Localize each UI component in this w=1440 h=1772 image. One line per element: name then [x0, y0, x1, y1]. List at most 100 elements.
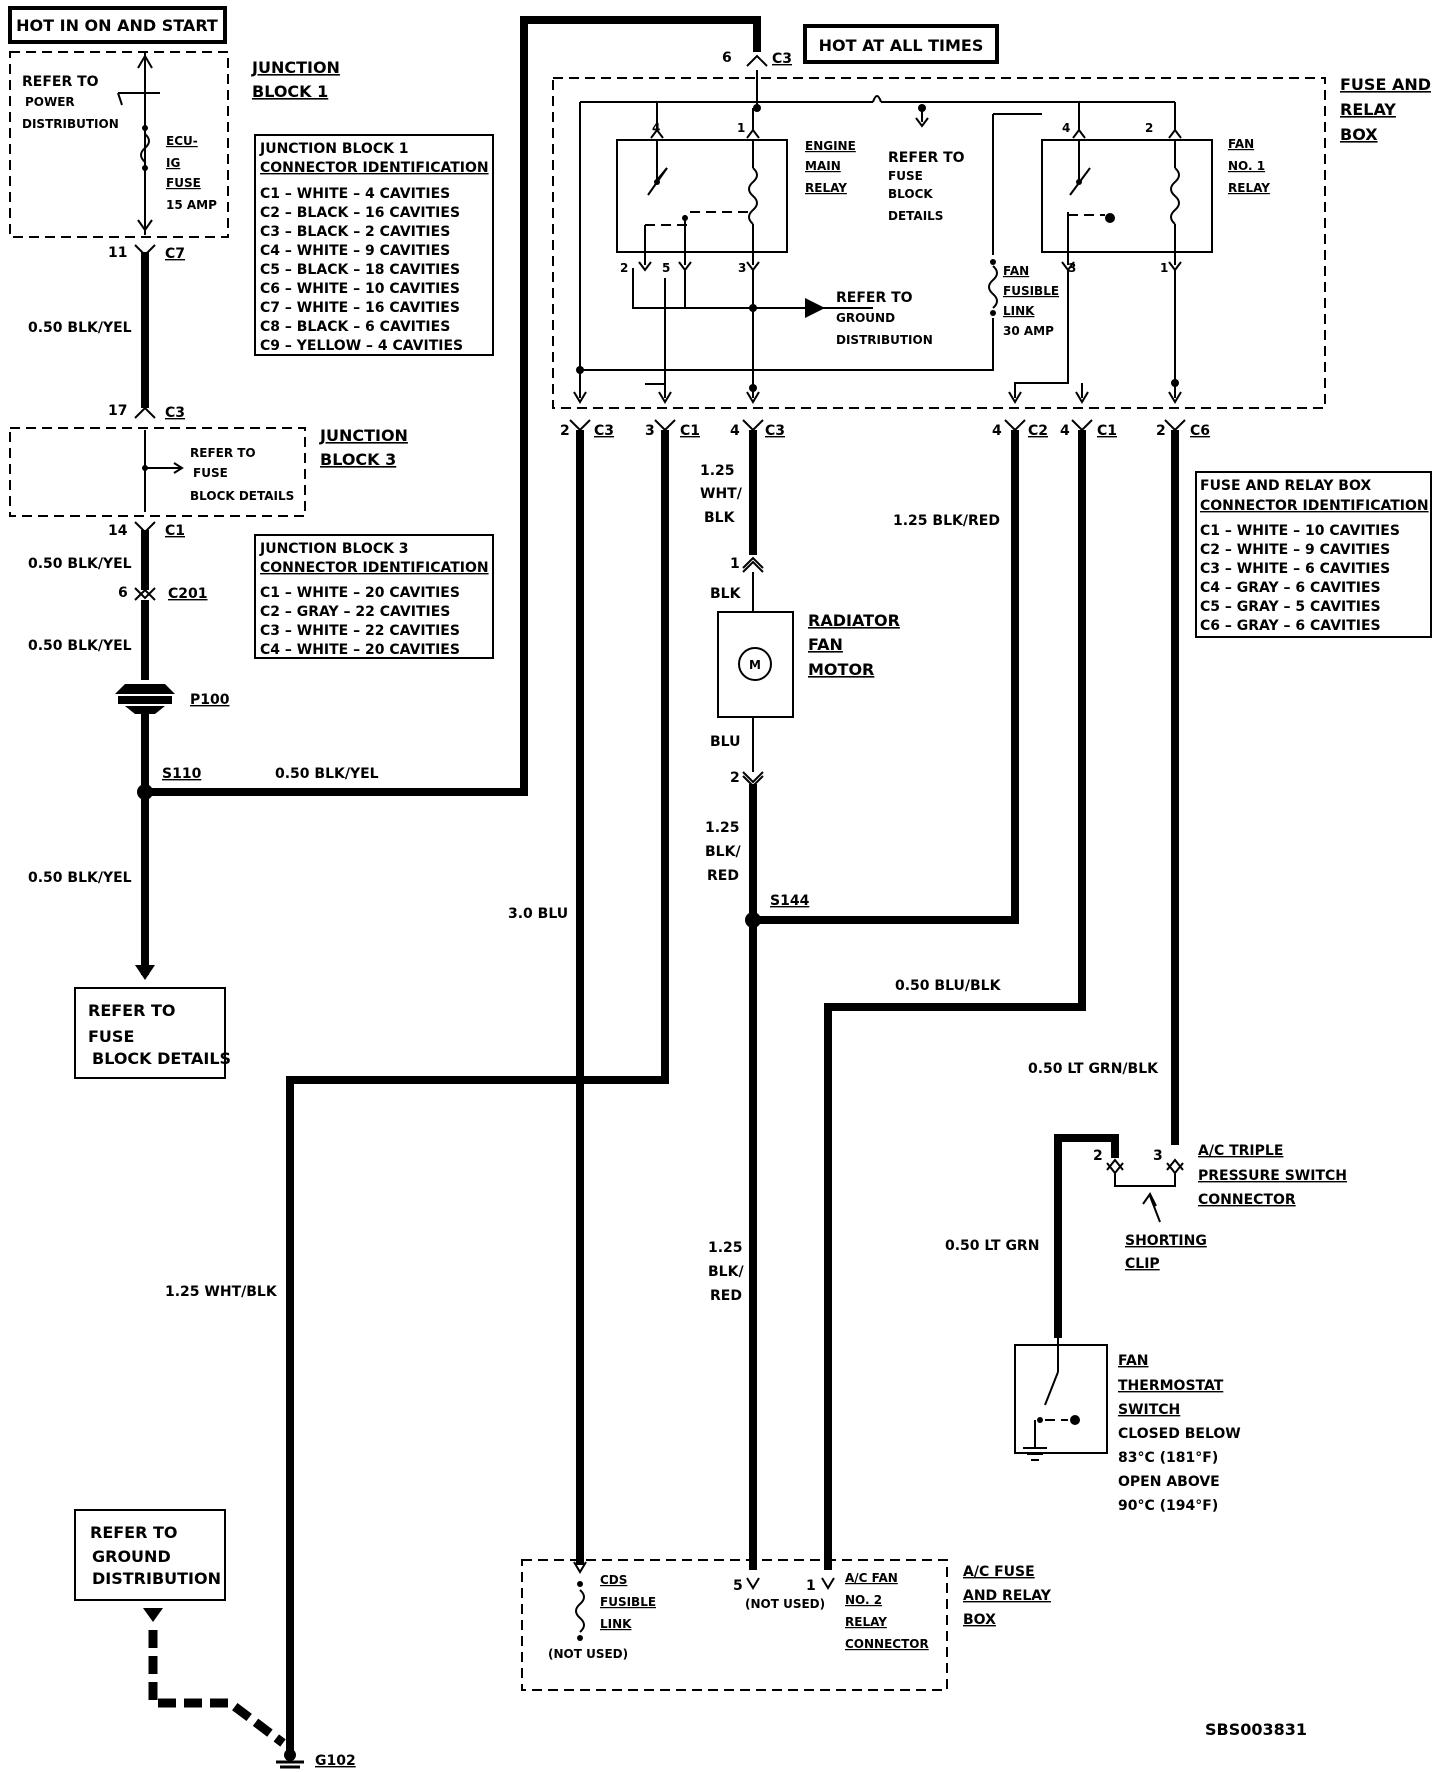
ground-path-dashed — [148, 1630, 286, 1747]
svg-text:CONNECTOR: CONNECTOR — [1198, 1192, 1296, 1208]
ground-g102-icon — [276, 1749, 304, 1769]
connector-s110: S110 — [162, 766, 202, 782]
connector-g102: G102 — [315, 1753, 356, 1769]
svg-text:(NOT USED): (NOT USED) — [745, 1597, 825, 1611]
svg-text:(NOT USED): (NOT USED) — [548, 1647, 628, 1661]
jb1-connector-id-table: JUNCTION BLOCK 1 CONNECTOR IDENTIFICATIO… — [254, 134, 494, 356]
svg-text:BLU: BLU — [710, 734, 740, 750]
svg-text:0.50 LT GRN/BLK: 0.50 LT GRN/BLK — [1028, 1061, 1159, 1077]
svg-text:DISTRIBUTION: DISTRIBUTION — [836, 333, 933, 347]
svg-text:DETAILS: DETAILS — [888, 209, 943, 223]
radiator-fan-motor: M — [717, 611, 794, 718]
wire-1-25-blk-red-c2 — [753, 430, 1019, 924]
connector-c3-top: C3 — [772, 51, 792, 67]
fan-no1-relay-label: FAN — [1228, 137, 1254, 151]
pin-11: 11 — [108, 245, 127, 261]
svg-text:NO. 1: NO. 1 — [1228, 159, 1265, 173]
svg-text:4: 4 — [730, 423, 740, 439]
svg-text:BLK/: BLK/ — [705, 844, 741, 860]
svg-text:C1 – WHITE – 4 CAVITIES: C1 – WHITE – 4 CAVITIES — [260, 186, 450, 202]
svg-text:FUSE: FUSE — [166, 176, 201, 190]
svg-text:C2 – WHITE – 9 CAVITIES: C2 – WHITE – 9 CAVITIES — [1200, 542, 1390, 558]
svg-text:C5 – BLACK – 18 CAVITIES: C5 – BLACK – 18 CAVITIES — [260, 262, 460, 278]
svg-text:DISTRIBUTION: DISTRIBUTION — [22, 117, 119, 131]
svg-text:CONNECTOR IDENTIFICATION: CONNECTOR IDENTIFICATION — [260, 160, 489, 176]
svg-text:2: 2 — [730, 770, 740, 786]
svg-text:BLK: BLK — [710, 586, 742, 602]
wire-blk-yel-feed — [145, 16, 761, 796]
svg-text:C3 – WHITE – 22 CAVITIES: C3 – WHITE – 22 CAVITIES — [260, 623, 460, 639]
svg-text:BLK: BLK — [704, 510, 736, 526]
svg-text:RED: RED — [710, 1288, 742, 1304]
ground-icon — [1023, 1447, 1047, 1461]
svg-text:THERMOSTAT: THERMOSTAT — [1118, 1378, 1224, 1394]
svg-text:2: 2 — [1093, 1148, 1103, 1164]
svg-text:83°C (181°F): 83°C (181°F) — [1118, 1450, 1218, 1466]
svg-text:C3: C3 — [594, 423, 614, 439]
svg-text:RELAY: RELAY — [1228, 181, 1270, 195]
svg-text:3: 3 — [1153, 1148, 1163, 1164]
svg-text:BLOCK 1: BLOCK 1 — [252, 82, 328, 101]
svg-text:REFER TO: REFER TO — [22, 74, 99, 90]
svg-text:SWITCH: SWITCH — [1118, 1402, 1180, 1418]
svg-text:C3 – WHITE – 6 CAVITIES: C3 – WHITE – 6 CAVITIES — [1200, 561, 1390, 577]
svg-text:JUNCTION BLOCK 1: JUNCTION BLOCK 1 — [259, 141, 409, 157]
svg-text:BOX: BOX — [1340, 125, 1378, 144]
svg-text:JUNCTION BLOCK 3: JUNCTION BLOCK 3 — [259, 541, 409, 557]
svg-text:RED: RED — [707, 868, 739, 884]
pin-6-top: 6 — [722, 50, 732, 66]
header-hot-at-all-times: HOT AT ALL TIMES — [803, 24, 999, 64]
fan-no1-relay: 4 2 3 1 — [1041, 102, 1213, 275]
svg-text:15 AMP: 15 AMP — [166, 198, 217, 212]
svg-text:RADIATOR: RADIATOR — [808, 611, 900, 630]
fuse-relay-box-outline — [552, 77, 1326, 409]
svg-text:REFER TO: REFER TO — [836, 290, 913, 306]
svg-text:C1 – WHITE – 10 CAVITIES: C1 – WHITE – 10 CAVITIES — [1200, 523, 1400, 539]
svg-text:BLOCK DETAILS: BLOCK DETAILS — [92, 1049, 231, 1068]
svg-text:1.25 WHT/BLK: 1.25 WHT/BLK — [165, 1284, 278, 1300]
svg-text:OPEN ABOVE: OPEN ABOVE — [1118, 1474, 1220, 1490]
svg-text:3: 3 — [645, 423, 655, 439]
svg-text:BLOCK DETAILS: BLOCK DETAILS — [190, 489, 294, 503]
shorting-clip — [1114, 1173, 1176, 1187]
svg-text:MOTOR: MOTOR — [808, 660, 874, 679]
svg-text:1: 1 — [806, 1578, 816, 1594]
svg-text:4: 4 — [992, 423, 1002, 439]
fuse-relay-box-connector-id-table: FUSE AND RELAY BOX CONNECTOR IDENTIFICAT… — [1195, 471, 1432, 638]
svg-text:0.50 BLK/YEL: 0.50 BLK/YEL — [28, 870, 132, 886]
svg-text:WHT/: WHT/ — [700, 486, 743, 502]
svg-text:CONNECTOR: CONNECTOR — [845, 1637, 929, 1651]
svg-text:DISTRIBUTION: DISTRIBUTION — [92, 1569, 221, 1588]
junction-block-3-outline — [9, 427, 306, 517]
svg-text:BLK/: BLK/ — [708, 1264, 744, 1280]
junction-block-1-title: JUNCTION — [251, 58, 340, 77]
svg-text:REFER TO: REFER TO — [90, 1523, 178, 1542]
svg-text:C1 – WHITE – 20 CAVITIES: C1 – WHITE – 20 CAVITIES — [260, 585, 460, 601]
svg-text:0.50 BLK/YEL: 0.50 BLK/YEL — [28, 638, 132, 654]
svg-text:2: 2 — [560, 423, 570, 439]
svg-text:1: 1 — [730, 556, 740, 572]
svg-text:MAIN: MAIN — [805, 159, 841, 173]
svg-text:C2: C2 — [1028, 423, 1048, 439]
svg-text:1: 1 — [1160, 261, 1168, 275]
svg-text:REFER TO: REFER TO — [190, 446, 256, 460]
svg-text:C1: C1 — [1097, 423, 1117, 439]
svg-text:1.25: 1.25 — [700, 463, 735, 479]
svg-text:C4 – WHITE – 9 CAVITIES: C4 – WHITE – 9 CAVITIES — [260, 243, 450, 259]
svg-text:C3: C3 — [765, 423, 785, 439]
svg-text:0.50 BLK/YEL: 0.50 BLK/YEL — [275, 766, 379, 782]
pin-6: 6 — [118, 585, 128, 601]
svg-text:AND RELAY: AND RELAY — [963, 1588, 1052, 1604]
ecu-ig-fuse-icon — [140, 133, 150, 163]
connector-c7: C7 — [165, 246, 185, 262]
wire-1-25-wht-blk — [286, 430, 669, 1760]
motor-icon — [738, 647, 772, 681]
svg-text:C2 – BLACK – 16 CAVITIES: C2 – BLACK – 16 CAVITIES — [260, 205, 460, 221]
svg-text:IG: IG — [166, 156, 180, 170]
ac-triple-pressure-switch-label: A/C TRIPLE — [1198, 1143, 1283, 1159]
svg-text:BLOCK 3: BLOCK 3 — [320, 450, 396, 469]
svg-text:5: 5 — [733, 1578, 743, 1594]
svg-text:1.25 BLK/RED: 1.25 BLK/RED — [893, 513, 1000, 529]
svg-text:FUSIBLE: FUSIBLE — [600, 1595, 656, 1609]
svg-text:FUSE: FUSE — [888, 169, 923, 183]
